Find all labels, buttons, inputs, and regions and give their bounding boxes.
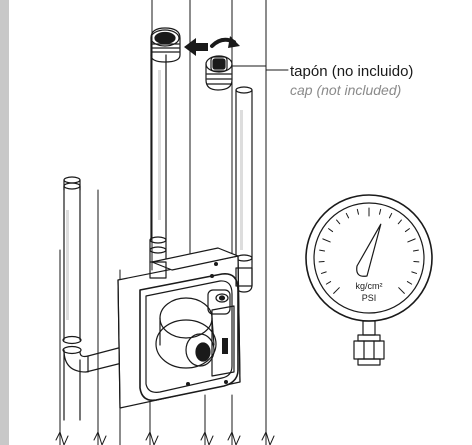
callout-label-es: tapón (no incluido) — [290, 63, 413, 80]
gauge-tick — [406, 281, 413, 285]
top-left-vertical-pipe — [149, 27, 181, 263]
cap-plug — [205, 55, 233, 91]
pressure-gauge — [305, 194, 433, 366]
right-vertical-pipe — [235, 86, 253, 293]
gauge-tick — [345, 212, 350, 219]
gauge-tick — [379, 208, 382, 215]
gauge-tick — [404, 228, 410, 233]
gauge-ticks — [318, 207, 420, 294]
gauge-unit-metric: kg/cm² — [356, 281, 383, 291]
valve-body — [117, 247, 253, 409]
gauge-needle — [356, 223, 382, 277]
gauge-tick — [397, 219, 402, 225]
gauge-tick — [411, 271, 418, 274]
gauge-tick — [388, 212, 393, 219]
gauge-tick — [336, 219, 341, 225]
gauge-tick — [412, 249, 419, 252]
insert-arrow-icon — [184, 38, 208, 56]
callout-leader — [231, 65, 289, 71]
gauge-tick — [325, 281, 332, 285]
gauge-tick — [333, 287, 340, 294]
gauge-tick — [356, 208, 359, 215]
gauge-tick — [407, 238, 416, 243]
gauge-tick — [320, 271, 327, 274]
left-vertical-pipe — [62, 176, 82, 355]
gauge-tick — [328, 228, 334, 233]
gauge-tick — [319, 249, 326, 252]
gauge-tick — [322, 238, 331, 243]
rotate-arrow-icon — [210, 36, 240, 48]
wall-break-marks — [55, 431, 275, 445]
page-side-strip — [0, 0, 9, 445]
gauge-tick — [398, 287, 405, 294]
gauge-unit-imperial: PSI — [362, 293, 377, 303]
callout-label-en: cap (not included) — [290, 82, 401, 98]
